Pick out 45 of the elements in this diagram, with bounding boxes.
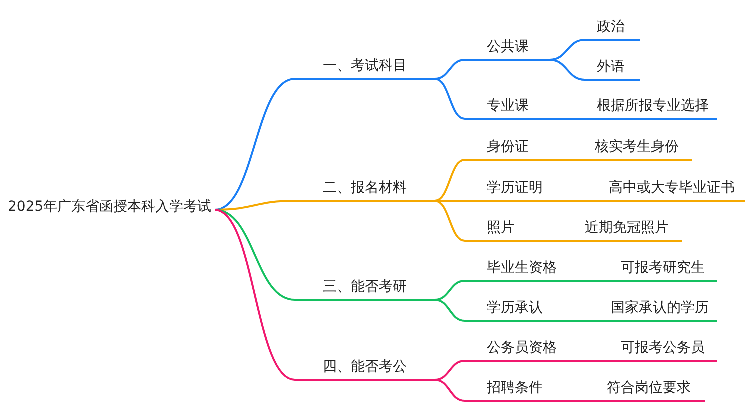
- underlined-topic: 可报考研究生: [575, 258, 717, 282]
- branch-line: [565, 280, 575, 282]
- underlined-topic: 公务员资格: [465, 338, 565, 362]
- branch-line: [434, 78, 466, 120]
- underlined-topic: 核实考生身份: [575, 137, 692, 161]
- underlined-topic: 学历证明: [465, 178, 565, 202]
- underlined-topic: 一、考试科目: [295, 56, 435, 80]
- underlined-topic: 近期免冠照片: [575, 218, 682, 242]
- underlined-topic: 符合岗位要求: [575, 378, 705, 402]
- root-topic: 2025年广东省函授本科入学考试: [8, 197, 215, 221]
- branch-line: [434, 379, 466, 402]
- underlined-topic: 照片: [465, 218, 565, 242]
- branch-line: [434, 299, 466, 322]
- branch-line: [214, 209, 296, 301]
- underlined-topic: 公共课: [465, 37, 550, 61]
- underlined-topic: 高中或大专毕业证书: [575, 178, 745, 202]
- underlined-topic: 三、能否考研: [295, 277, 435, 301]
- underlined-topic: 可报考公务员: [575, 338, 717, 362]
- branch-line: [565, 360, 575, 362]
- underlined-topic: 专业课: [465, 96, 565, 120]
- branch-line: [214, 78, 296, 211]
- underlined-topic: 外语: [585, 57, 640, 81]
- underlined-topic: 国家承认的学历: [575, 298, 717, 322]
- branch-line: [434, 59, 466, 80]
- branch-line: [565, 159, 575, 161]
- branch-line: [434, 200, 466, 242]
- underlined-topic: 毕业生资格: [465, 258, 565, 282]
- underlined-topic: 四、能否考公: [295, 357, 435, 381]
- underlined-topic: 招聘条件: [465, 378, 565, 402]
- branch-line: [434, 280, 466, 301]
- branch-line: [435, 200, 465, 202]
- branch-line: [434, 159, 466, 202]
- branch-line: [565, 320, 575, 322]
- underlined-topic: 二、报名材料: [295, 178, 435, 202]
- branch-line: [565, 400, 575, 402]
- branch-line: [565, 240, 575, 242]
- underlined-topic: 身份证: [465, 137, 565, 161]
- branch-line: [434, 360, 466, 381]
- underlined-topic: 根据所报专业选择: [575, 96, 717, 120]
- branch-line: [214, 209, 296, 381]
- branch-line: [565, 200, 575, 202]
- branch-line: [565, 118, 575, 120]
- underlined-topic: 政治: [585, 17, 640, 41]
- branch-line: [550, 59, 586, 81]
- underlined-topic: 学历承认: [465, 298, 565, 322]
